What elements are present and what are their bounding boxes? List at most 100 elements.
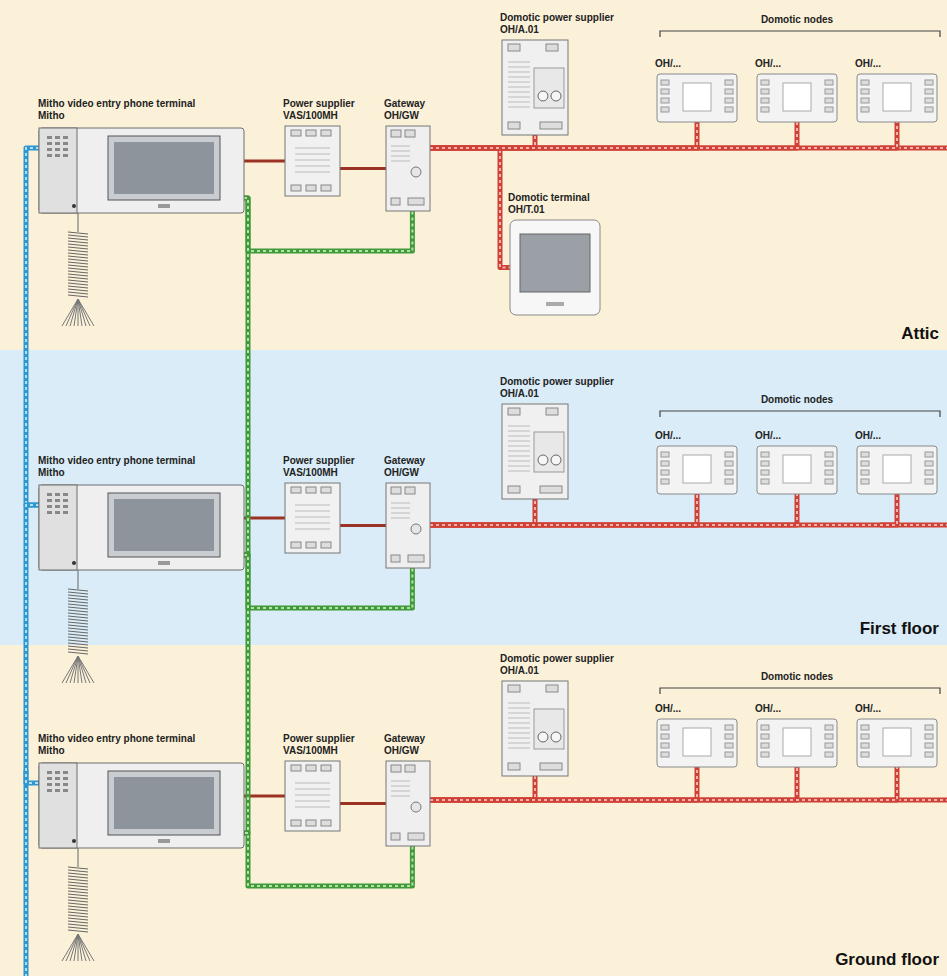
terminal [861,452,869,457]
device-box: Domotic power supplierOH/A.01 [500,376,614,501]
wire-twist [430,122,897,148]
cord-end [78,656,94,683]
cord-end [66,299,78,326]
bracket [660,31,940,37]
vent [295,789,330,790]
terminal [761,743,769,748]
vent [295,795,330,796]
terminal [661,98,669,103]
cord-coil [68,244,88,246]
vent [295,172,330,173]
cord-end [74,934,78,961]
cord [78,570,79,589]
device-box: OH/... [655,430,739,496]
keypad-panel [39,128,77,213]
terminal [761,461,769,466]
device-label: Mitho video entry phone terminal [38,455,245,467]
device-label: Domotic power supplier [500,653,614,665]
cord-coil [68,634,88,636]
cord-coil [68,598,88,600]
cord-coil [68,271,88,273]
screen [114,777,214,829]
device-box: OH/... [855,58,939,124]
terminal [508,685,520,692]
bus-wire [430,122,897,148]
dps-device [500,38,570,137]
terminal [861,725,869,730]
terminal [725,107,733,112]
wire-group [340,168,386,169]
terminal [925,89,933,94]
wire-group [430,767,797,800]
cord-coil [68,256,88,258]
device-label: Mitho video entry phone terminal [38,98,245,110]
cord-coil [68,876,88,878]
cord-coil [68,274,88,276]
node-device [755,444,839,496]
terminal [725,479,733,484]
label-plate [783,728,811,756]
cord-coil [68,894,88,896]
power-supply-housing [285,483,340,553]
terminal [661,479,669,484]
power-wire [340,802,386,805]
terminal [725,470,733,475]
terminal [925,80,933,85]
terminal [761,725,769,730]
device-label: Power supplier [283,733,355,745]
device-box: Mitho video entry phone terminalMitho [38,455,245,686]
terminal [761,89,769,94]
cord-coil [68,870,88,872]
device-label: OH/A.01 [500,388,614,400]
terminal [825,461,833,466]
screen [114,499,214,551]
terminal [861,107,869,112]
terminal-housing [39,485,244,570]
terminal [861,752,869,757]
terminal [540,486,562,493]
cord-end [78,299,90,326]
device-box: Power supplierVAS/100MH [283,733,355,833]
terminal [408,198,424,205]
vent [391,156,410,157]
node-device [855,444,939,496]
terminal [508,44,520,51]
mitho-device [38,481,245,686]
term-device [508,218,602,317]
bus-wire [430,776,535,800]
terminal [925,461,933,466]
gateway-housing [386,483,430,568]
vent [391,151,410,152]
key [55,142,60,145]
bus-wire [430,494,897,525]
wire-group [430,776,535,800]
device-label: Gateway [384,733,432,745]
device-label: Domotic power supplier [500,12,614,24]
wire-twist [430,776,535,800]
device-box: Domotic power supplierOH/A.01 [500,653,614,778]
terminal [306,542,316,548]
terminal-housing [39,128,244,213]
terminal [408,555,424,562]
terminal [391,487,401,494]
dps-device [500,679,570,778]
vent [508,62,530,63]
key [63,511,68,514]
device-label: OH/A.01 [500,665,614,677]
terminal [661,734,669,739]
terminal [825,98,833,103]
vent [295,801,330,802]
panel [534,68,564,108]
terminal [761,452,769,457]
device-box: OH/... [855,430,939,496]
cord-coil [68,253,88,255]
led [72,561,76,565]
cord-coil [68,247,88,249]
button [411,802,421,812]
cord-coil [68,625,88,627]
key [63,499,68,502]
key [47,789,52,792]
cord-coil [68,885,88,887]
wire-group [26,505,39,783]
bus-wire [430,767,797,800]
